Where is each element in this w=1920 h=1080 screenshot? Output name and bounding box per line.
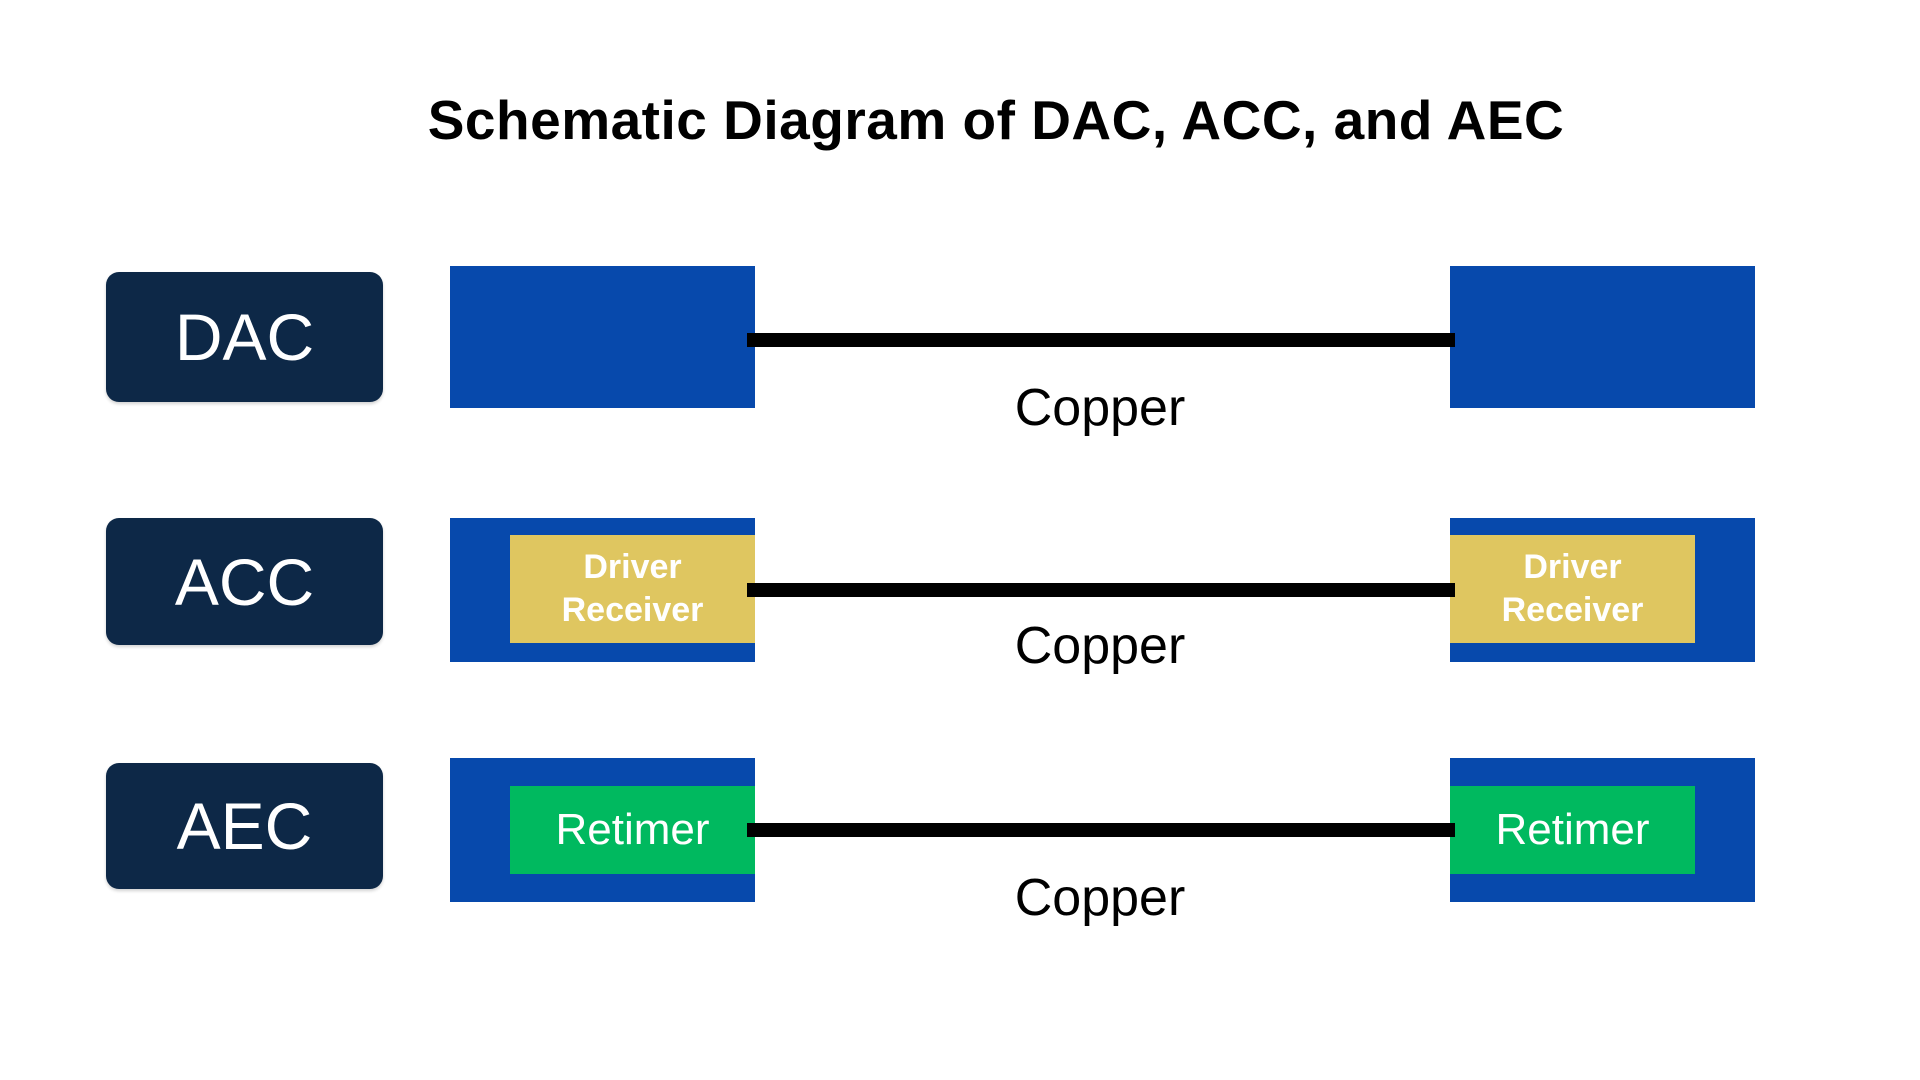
aec-right-retimer-block: Retimer [1450,786,1695,874]
receiver-label: Receiver [1501,591,1644,629]
row-label-acc: ACC [106,518,383,645]
aec-left-retimer-block: Retimer [510,786,755,874]
aec-copper-cable [747,823,1455,837]
driver-label: Driver [1523,548,1622,586]
dac-copper-cable [747,333,1455,347]
driver-label: Driver [583,548,682,586]
aec-cable-label: Copper [1014,869,1186,927]
retimer-label: Retimer [1495,805,1650,854]
dac-right-connector [1450,266,1755,408]
dac-cable-label: Copper [1014,379,1186,437]
diagram-title: Schematic Diagram of DAC, ACC, and AEC [427,89,1565,151]
acc-copper-cable [747,583,1455,597]
acc-right-driver-receiver-block: Driver Receiver [1450,535,1695,643]
row-label-aec: AEC [106,763,383,889]
acc-cable-label: Copper [1014,617,1186,675]
row-label-dac: DAC [106,272,383,402]
retimer-label: Retimer [555,805,710,854]
dac-left-connector [450,266,755,408]
receiver-label: Receiver [561,591,704,629]
acc-left-driver-receiver-block: Driver Receiver [510,535,755,643]
